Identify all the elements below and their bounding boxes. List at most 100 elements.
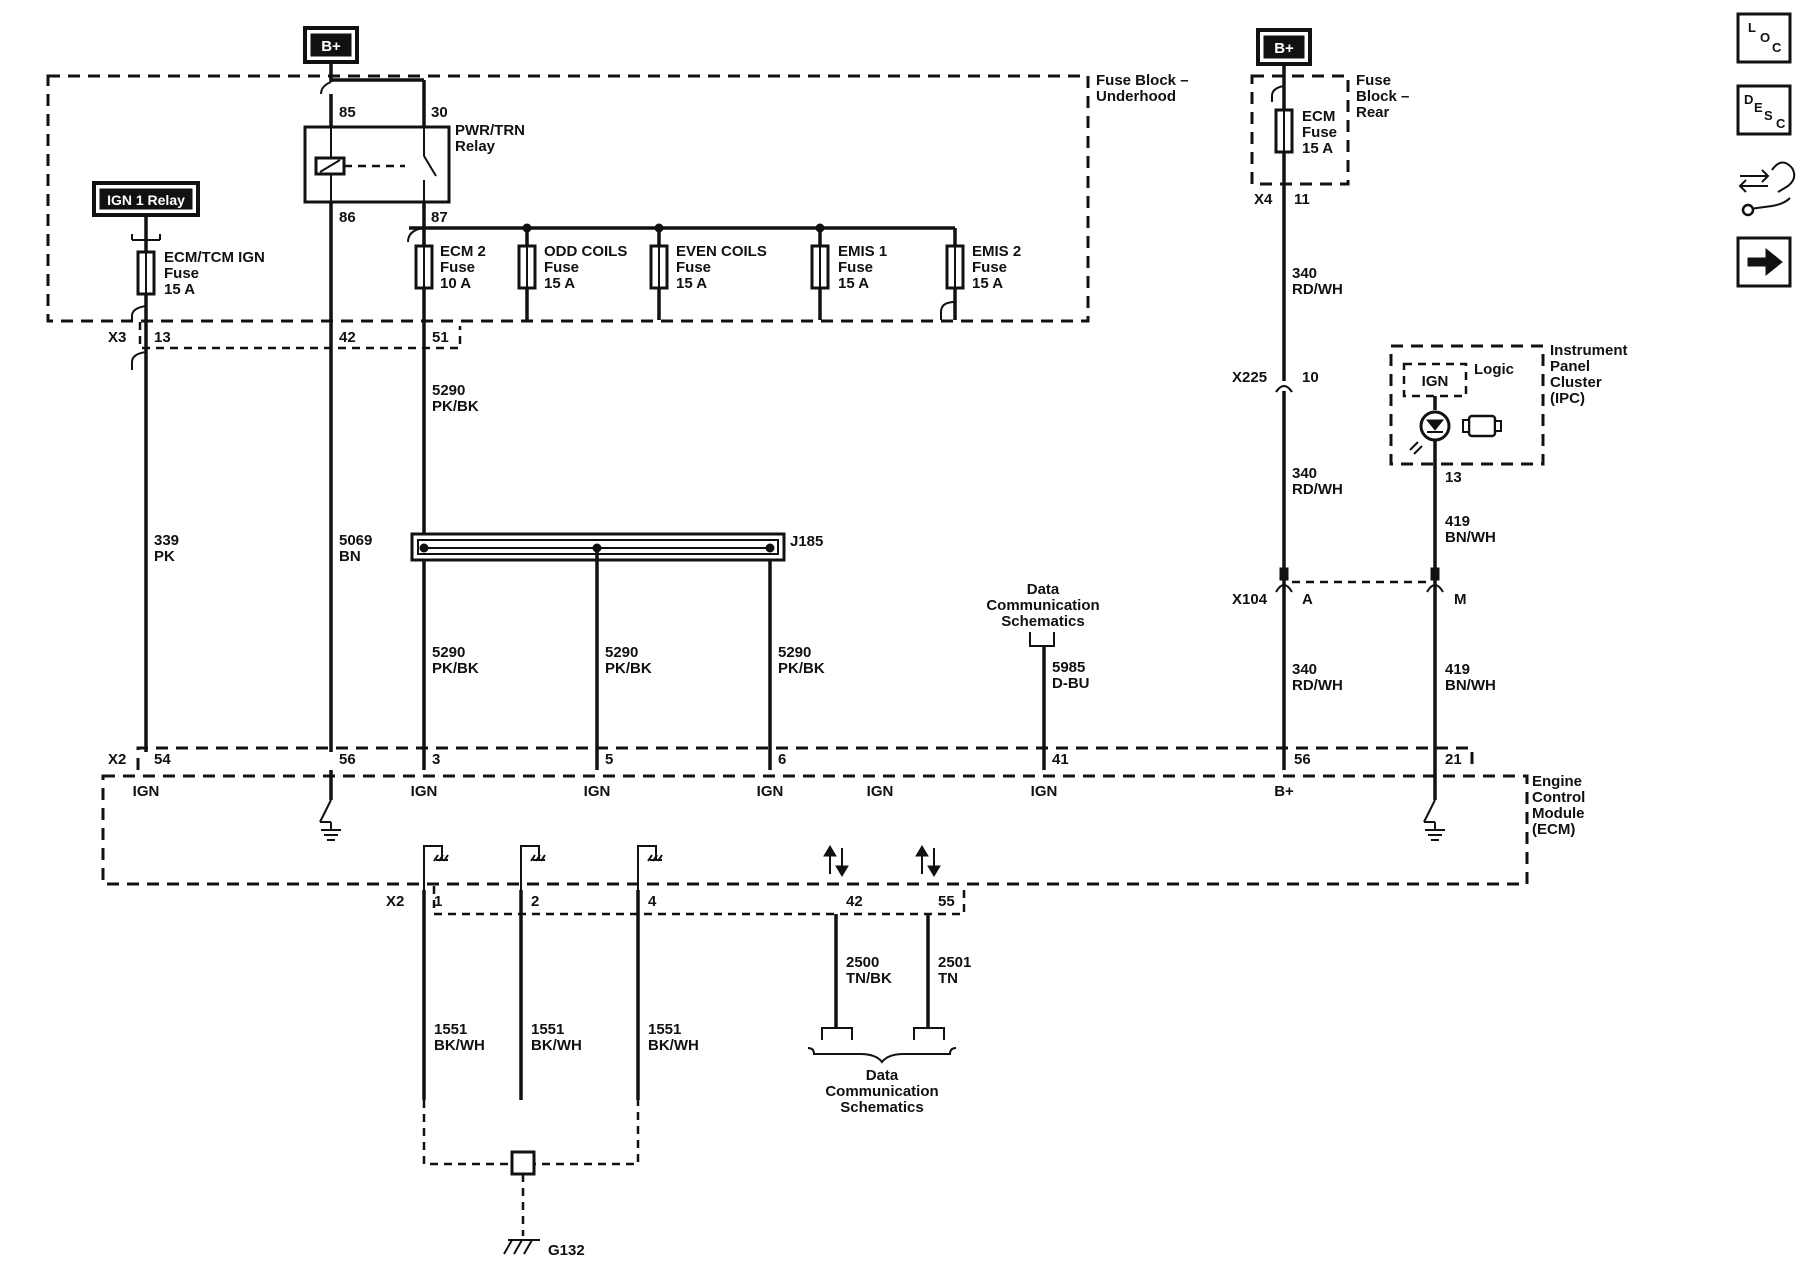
next-arrow-button[interactable] [1736, 236, 1792, 288]
svg-text:13: 13 [1445, 469, 1462, 486]
location-view-button[interactable]: L O C [1736, 12, 1792, 64]
svg-text:(IPC): (IPC) [1550, 390, 1585, 407]
svg-text:G132: G132 [548, 1242, 585, 1259]
data-bus-arrows [823, 845, 941, 877]
svg-text:TN: TN [938, 970, 958, 987]
ground-g132: G132 [503, 1239, 585, 1259]
svg-text:EMIS 1: EMIS 1 [838, 243, 887, 260]
splice-j185: J185 [410, 532, 823, 562]
svg-text:ECM/TCM IGN: ECM/TCM IGN [164, 249, 265, 266]
ground-splice [510, 1150, 536, 1176]
svg-text:L: L [1748, 20, 1756, 35]
svg-text:Block –: Block – [1356, 88, 1409, 105]
svg-text:Fuse: Fuse [838, 259, 873, 276]
svg-text:IGN: IGN [1422, 373, 1449, 390]
svg-text:1551: 1551 [434, 1021, 467, 1038]
data-comm-top-2: Communication [986, 597, 1099, 614]
svg-text:2: 2 [531, 893, 539, 910]
bplus-label-left: B+ [321, 38, 341, 55]
svg-text:EVEN COILS: EVEN COILS [676, 243, 767, 260]
svg-text:2500: 2500 [846, 954, 879, 971]
splice-j185-label: J185 [790, 533, 823, 550]
svg-text:10: 10 [1302, 369, 1319, 386]
svg-text:56: 56 [339, 751, 356, 768]
svg-text:X4: X4 [1254, 191, 1273, 208]
check-engine-lamp-icon [1409, 410, 1502, 455]
wire-339-num: 339 [154, 532, 179, 549]
svg-text:BK/WH: BK/WH [434, 1037, 485, 1054]
wire-339-color: PK [154, 548, 175, 565]
svg-text:C: C [1772, 40, 1782, 55]
fuse-ecm-tcm-ign: ECM/TCM IGN Fuse 15 A [136, 240, 265, 306]
svg-text:Logic: Logic [1474, 361, 1514, 378]
fuse-ecm2: ECM 2 Fuse 10 A [414, 228, 486, 292]
svg-text:5290: 5290 [778, 644, 811, 661]
pwr-trn-relay: 85 30 86 87 PWR/TRN Relay [303, 94, 525, 226]
svg-text:15 A: 15 A [972, 275, 1003, 292]
description-view-button[interactable]: D E S C [1736, 84, 1792, 136]
relay-pin-86: 86 [339, 209, 356, 226]
data-comm-top-1: Data [1027, 581, 1060, 598]
svg-text:RD/WH: RD/WH [1292, 677, 1343, 694]
svg-text:56: 56 [1294, 751, 1311, 768]
svg-text:RD/WH: RD/WH [1292, 281, 1343, 298]
svg-text:4: 4 [648, 893, 657, 910]
svg-text:O: O [1760, 30, 1770, 45]
ecm-outline [101, 774, 1529, 886]
svg-text:5: 5 [605, 751, 613, 768]
svg-text:X104: X104 [1232, 591, 1268, 608]
svg-text:Schematics: Schematics [840, 1099, 923, 1116]
svg-text:21: 21 [1445, 751, 1462, 768]
svg-text:Communication: Communication [825, 1083, 938, 1100]
svg-text:Control: Control [1532, 789, 1585, 806]
svg-text:Fuse: Fuse [1302, 124, 1337, 141]
svg-text:15 A: 15 A [838, 275, 869, 292]
svg-text:Fuse: Fuse [676, 259, 711, 276]
fuse-block-underhood-label-2: Underhood [1096, 88, 1176, 105]
svg-text:1551: 1551 [531, 1021, 564, 1038]
wire-5069-color: BN [339, 548, 361, 565]
svg-text:Module: Module [1532, 805, 1585, 822]
svg-text:Cluster: Cluster [1550, 374, 1602, 391]
relay-pin-87: 87 [431, 209, 448, 226]
fuse-even-coils: EVEN COILS Fuse 15 A [649, 223, 767, 320]
ipc-ign-box [1402, 362, 1468, 398]
svg-text:TN/BK: TN/BK [846, 970, 892, 987]
connector-tools-icon[interactable] [1738, 161, 1796, 217]
svg-text:Rear: Rear [1356, 104, 1390, 121]
relay-label-2: Relay [455, 138, 496, 155]
svg-text:55: 55 [938, 893, 955, 910]
svg-text:6: 6 [778, 751, 786, 768]
svg-text:15 A: 15 A [164, 281, 195, 298]
svg-text:11: 11 [1294, 191, 1310, 208]
svg-text:54: 54 [154, 751, 171, 768]
svg-text:BK/WH: BK/WH [648, 1037, 699, 1054]
svg-text:340: 340 [1292, 265, 1317, 282]
relay-pin-85: 85 [339, 104, 356, 121]
svg-text:Instrument: Instrument [1550, 342, 1628, 359]
svg-text:S: S [1764, 108, 1773, 123]
svg-text:5985: 5985 [1052, 659, 1085, 676]
svg-text:D-BU: D-BU [1052, 675, 1090, 692]
svg-text:RD/WH: RD/WH [1292, 481, 1343, 498]
svg-text:5290: 5290 [605, 644, 638, 661]
svg-text:IGN: IGN [411, 783, 438, 800]
svg-text:Data: Data [866, 1067, 899, 1084]
svg-text:1551: 1551 [648, 1021, 681, 1038]
svg-text:15 A: 15 A [1302, 140, 1333, 157]
svg-text:PK/BK: PK/BK [432, 660, 479, 677]
fuse-ecm-rear: ECM Fuse 15 A [1274, 108, 1337, 157]
svg-text:5290: 5290 [432, 644, 465, 661]
svg-text:E: E [1754, 100, 1763, 115]
svg-text:340: 340 [1292, 465, 1317, 482]
data-comm-top-3: Schematics [1001, 613, 1084, 630]
x3-pin-13: 13 [154, 329, 171, 346]
svg-text:Fuse: Fuse [972, 259, 1007, 276]
svg-text:ECM 2: ECM 2 [440, 243, 486, 260]
svg-text:PK/BK: PK/BK [778, 660, 825, 677]
fuse-emis1: EMIS 1 Fuse 15 A [810, 223, 887, 320]
svg-text:IGN: IGN [584, 783, 611, 800]
svg-text:IGN: IGN [133, 783, 160, 800]
svg-text:15 A: 15 A [544, 275, 575, 292]
fuse-emis2: EMIS 2 Fuse 15 A [940, 228, 1021, 320]
